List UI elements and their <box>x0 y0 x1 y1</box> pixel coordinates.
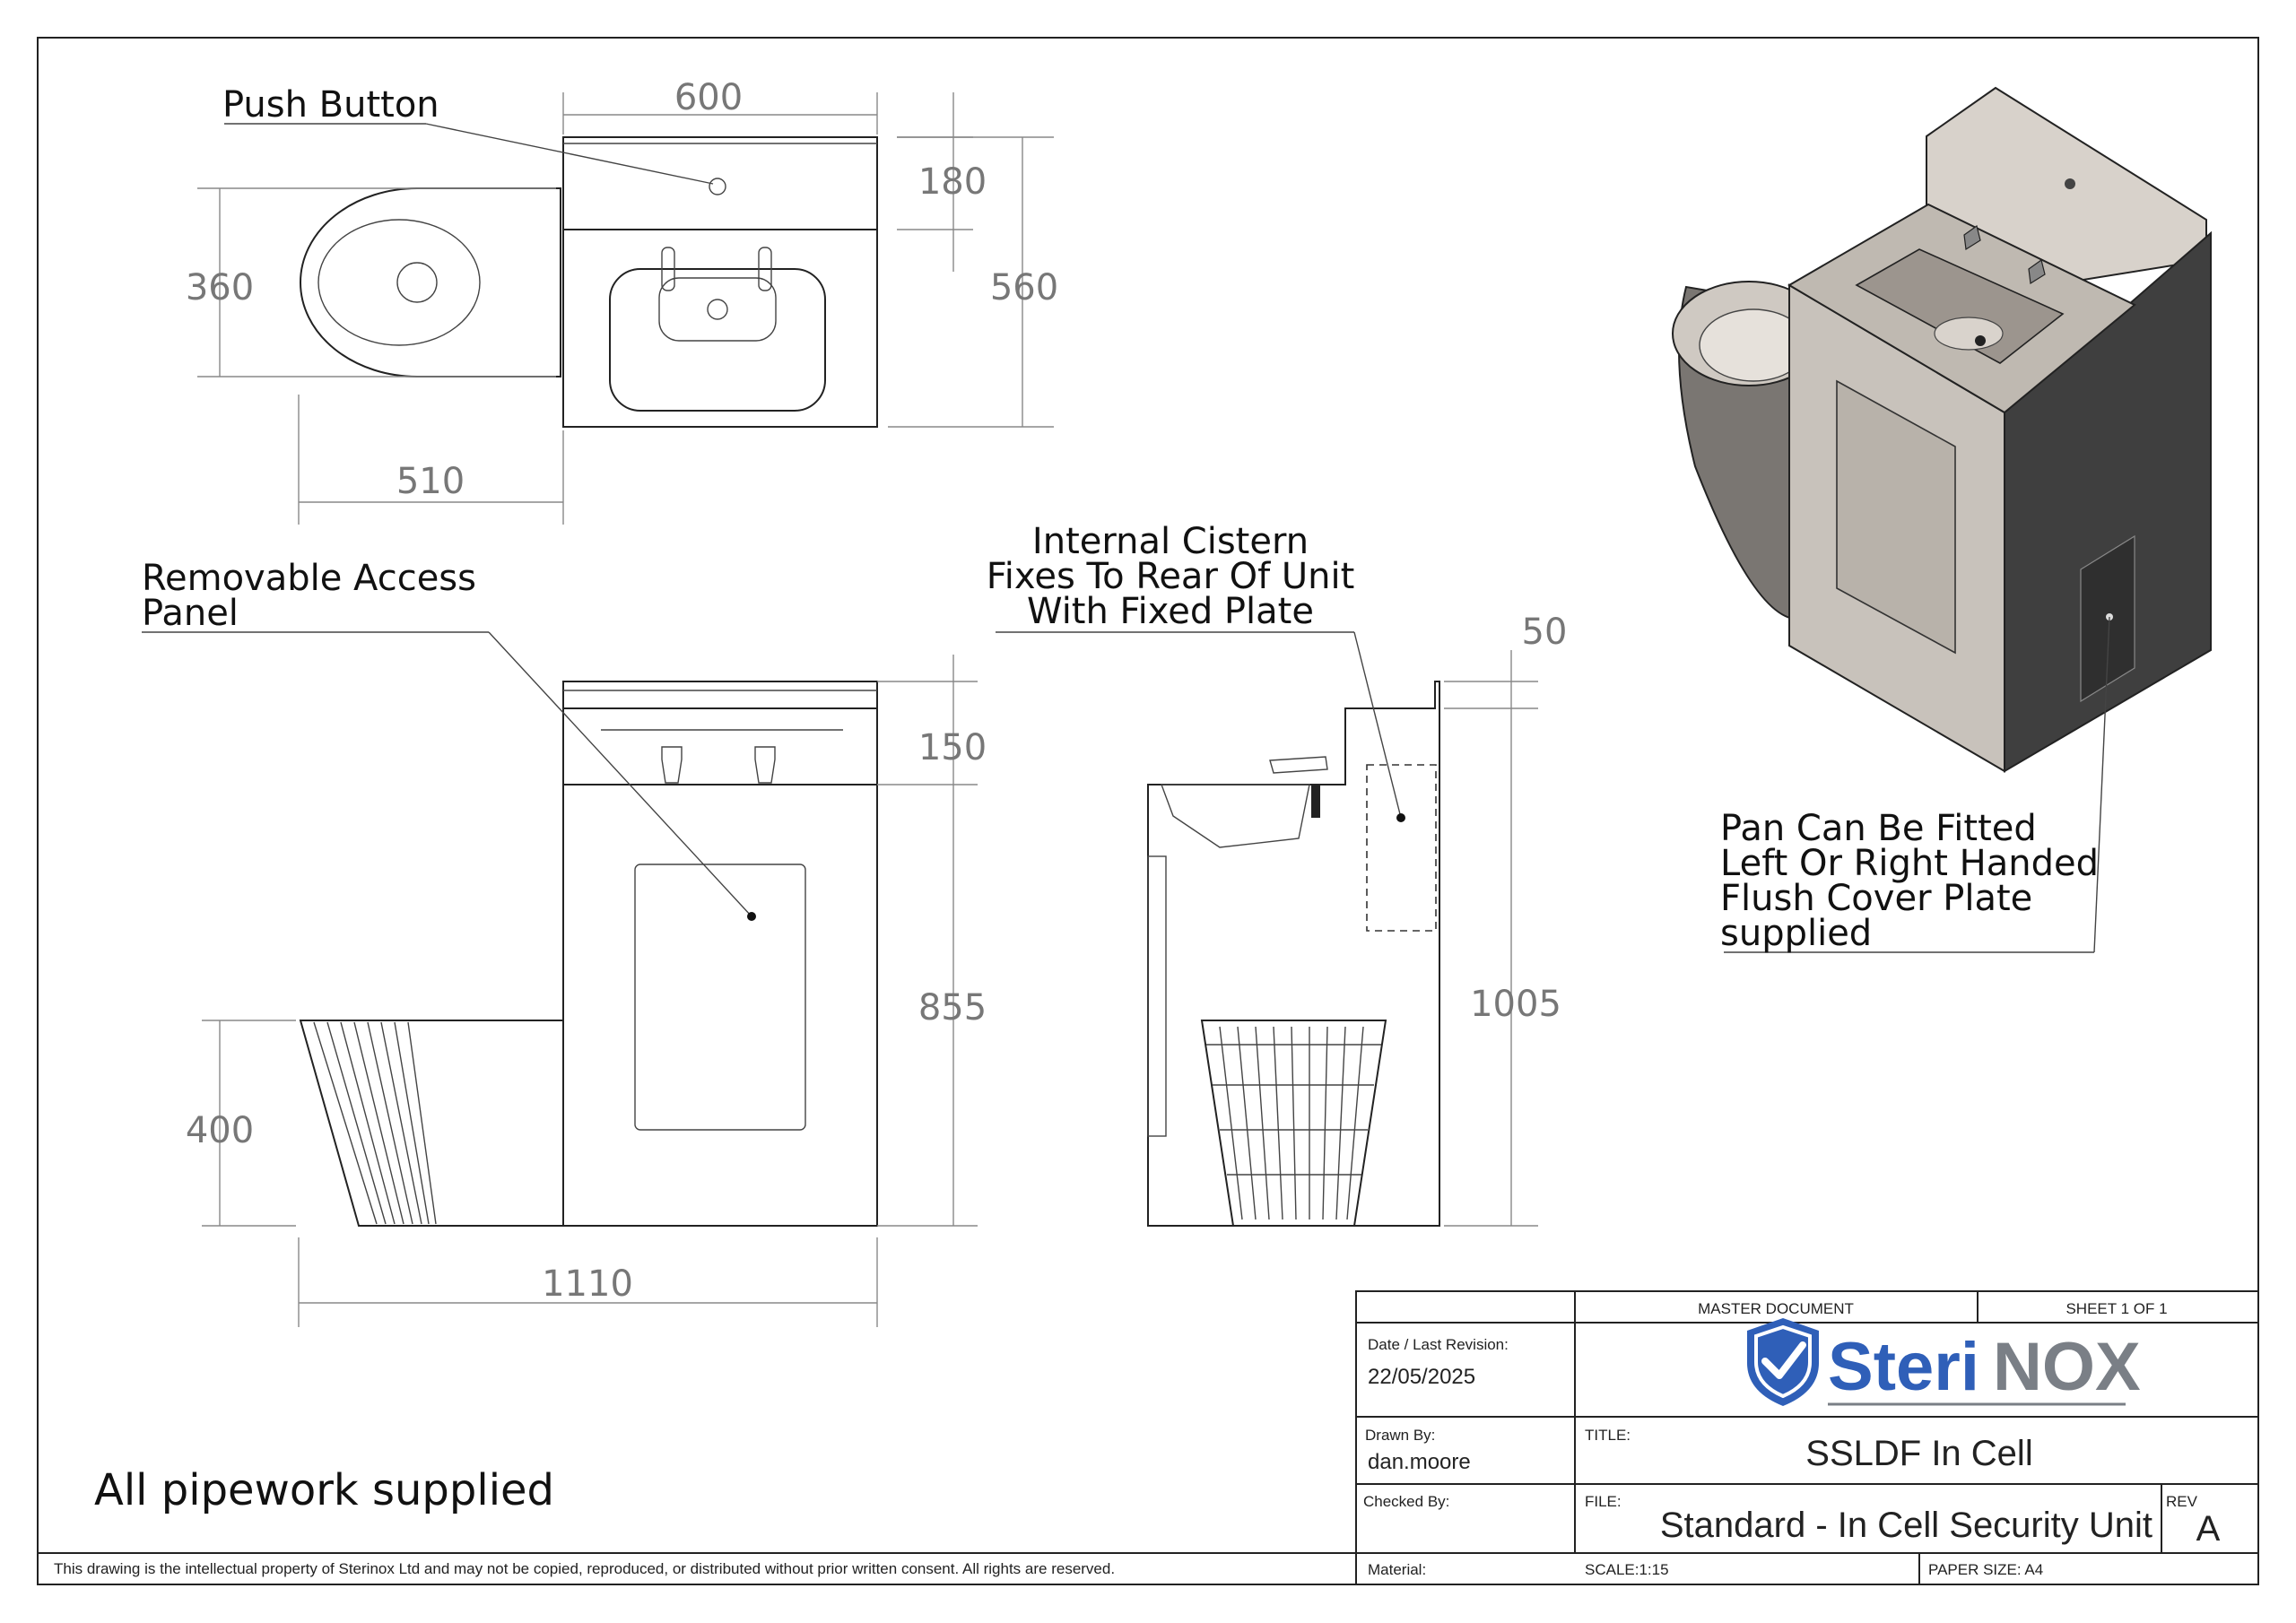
access-panel-label-1: Removable Access <box>142 558 476 599</box>
title-label: TITLE: <box>1585 1427 1631 1444</box>
front-view <box>142 631 978 1327</box>
isometric-view <box>1672 86 2212 953</box>
push-button-icon <box>709 178 726 195</box>
dim-50: 50 <box>1522 612 1568 653</box>
access-panel <box>634 864 806 1131</box>
push-button-label: Push Button <box>222 84 439 126</box>
date-label: Date / Last Revision: <box>1368 1336 1509 1353</box>
rev-label: REV <box>2166 1493 2198 1510</box>
checked-by-label: Checked By: <box>1363 1493 1449 1510</box>
dim-150: 150 <box>918 727 987 768</box>
dim-560: 560 <box>990 267 1058 308</box>
file-label: FILE: <box>1585 1493 1622 1510</box>
title-value: SSLDF In Cell <box>1805 1434 2032 1473</box>
date-value: 22/05/2025 <box>1368 1365 1475 1389</box>
material-label: Material: <box>1368 1561 1426 1578</box>
top-view <box>197 92 1054 525</box>
title-block: MASTER DOCUMENT SHEET 1 OF 1 Date / Last… <box>1355 1290 2259 1585</box>
dim-855: 855 <box>918 987 987 1028</box>
disclaimer: This drawing is the intellectual propert… <box>54 1560 1115 1577</box>
dim-1110: 1110 <box>542 1263 633 1305</box>
pan-note-label-4: supplied <box>1720 913 1872 954</box>
sterinox-logo: Steri NOX <box>1747 1318 2141 1406</box>
file-value: Standard - In Cell Security Unit <box>1660 1506 2152 1545</box>
cistern-label-2: Fixes To Rear Of Unit <box>987 556 1355 597</box>
scale-label: SCALE:1:15 <box>1585 1561 1669 1578</box>
logo-text-nox: NOX <box>1993 1329 2141 1405</box>
pan-note-label-2: Left Or Right Handed <box>1720 843 2099 884</box>
dim-600: 600 <box>674 77 743 118</box>
sheet-label: SHEET 1 OF 1 <box>2066 1300 2167 1317</box>
cistern-label-1: Internal Cistern <box>1032 521 1309 562</box>
cistern-label-3: With Fixed Plate <box>1027 591 1314 632</box>
dim-360: 360 <box>186 267 254 308</box>
pan-note-label-3: Flush Cover Plate <box>1720 878 2032 919</box>
master-document-label: MASTER DOCUMENT <box>1698 1300 1854 1317</box>
dim-180: 180 <box>918 161 987 203</box>
dim-400: 400 <box>186 1110 254 1151</box>
pipework-note: All pipework supplied <box>94 1465 554 1515</box>
drawn-by-value: dan.moore <box>1368 1450 1471 1474</box>
logo-text-steri: Steri <box>1828 1329 1979 1405</box>
pan-note-label-1: Pan Can Be Fitted <box>1720 808 2037 849</box>
rev-value: A <box>2196 1509 2221 1549</box>
sheet-border <box>37 37 2259 1585</box>
dim-1005: 1005 <box>1470 984 1561 1025</box>
paper-size-label: PAPER SIZE: A4 <box>1928 1561 2043 1578</box>
drawn-by-label: Drawn By: <box>1365 1427 1435 1444</box>
side-view <box>996 631 1538 1227</box>
dim-510: 510 <box>396 461 465 502</box>
access-panel-label-2: Panel <box>142 593 239 634</box>
